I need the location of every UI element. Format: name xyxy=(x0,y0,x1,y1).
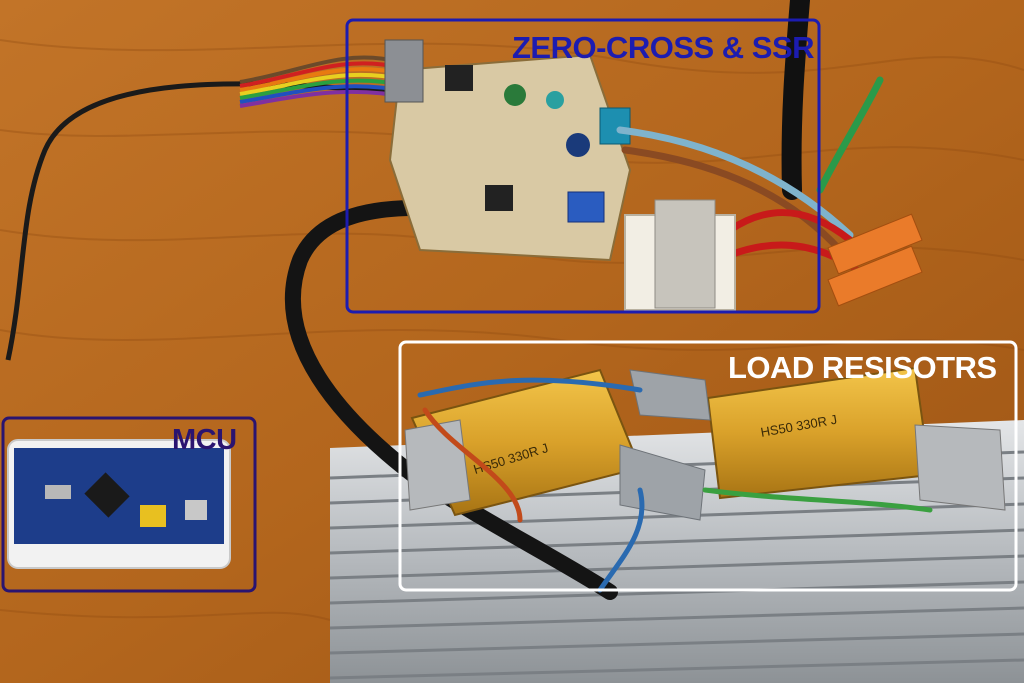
mains-wires xyxy=(616,76,884,272)
resistor-leads xyxy=(417,377,933,593)
load-resistors-label: LOAD RESISOTRS xyxy=(728,350,997,385)
rainbow-ribbon xyxy=(239,55,403,108)
mcu-label: MCU xyxy=(172,424,237,456)
transformer xyxy=(624,199,736,311)
zero-cross-label: ZERO-CROSS & SSR xyxy=(512,30,815,65)
mcu-board xyxy=(7,439,231,569)
zero-cross-box xyxy=(345,18,821,314)
resistor-2: HS50 330R J xyxy=(706,366,1006,511)
wago-connectors xyxy=(827,213,923,307)
load-box xyxy=(398,340,1018,592)
mains-cable xyxy=(781,0,810,200)
mcu-box xyxy=(1,416,257,593)
perfboard xyxy=(384,39,632,262)
